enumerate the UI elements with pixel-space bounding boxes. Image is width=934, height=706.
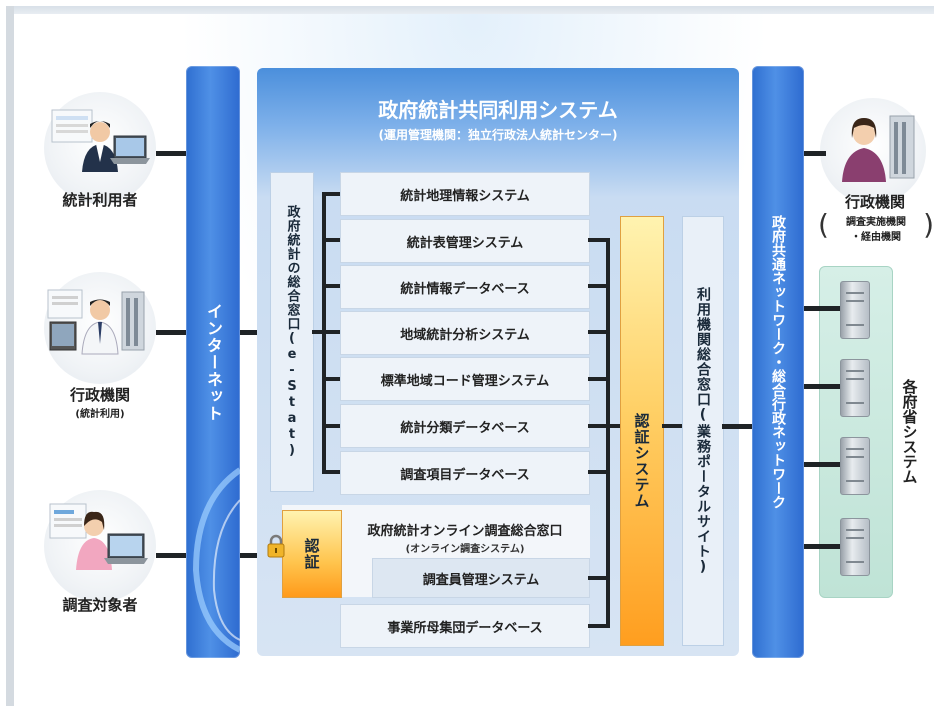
person-icon [842,115,915,182]
top-border [6,6,934,14]
paren-close: ) [923,208,934,241]
auth-system-label: 認証システム [632,413,651,509]
internet-label: インターネット [204,302,223,422]
connector [662,424,682,428]
connector [722,424,752,429]
globe-decoration [192,467,240,653]
system-label: 統計分類データベース [400,420,530,436]
main-system-subtitle: (運用管理機関：独立行政法人統計センター) [378,128,618,142]
statistics-user-label: 統計利用者 [62,191,138,209]
system-label: 標準地域コード管理システム [380,373,550,389]
connector [322,377,340,381]
main-system-title: 政府統計共同利用システム [378,98,618,122]
system-box: 地域統計分析システム [340,311,590,355]
connector [322,238,340,242]
internet-label-wrap: インターネット [186,66,240,658]
estat-window-box: 政府統計の総合窓口(e-Stat) [270,172,314,492]
connector [804,462,840,467]
connector [588,424,610,428]
connector [156,330,186,335]
connector [606,238,610,628]
survey-respondent-illustration [44,490,156,602]
system-box: 統計表管理システム [340,219,590,263]
system-box: 統計情報データベース [340,265,590,309]
admin-agency-left-sublabel: (統計利用) [75,409,125,420]
connector [322,284,340,288]
connector [588,238,610,242]
ministry-label-wrap: 各府省システム [892,266,928,596]
server-icon [840,281,870,339]
survey-respondent-label: 調査対象者 [62,596,138,614]
lock-icon [267,534,285,558]
connector [606,424,622,428]
admin-agency-right-label: 行政機関 [844,193,905,211]
establishment-db-label: 事業所母集団データベース [387,620,543,636]
investigator-system-box: 調査員管理システム [372,558,590,598]
connector [156,151,186,156]
system-box: 統計地理情報システム [340,172,590,216]
connector [322,330,340,334]
auth-small-box: 認証 [282,510,342,598]
connector [588,284,610,288]
admin-agency-right-sub1: 調査実施機関 [846,217,906,228]
person-icon [47,289,145,355]
system-label: 調査項目データベース [400,467,530,483]
system-box: 調査項目データベース [340,451,590,495]
estat-window-label: 政府統計の総合窓口(e-Stat) [284,205,300,459]
system-label: 統計表管理システム [406,235,524,251]
connector [804,151,826,156]
system-label: 地域統計分析システム [400,327,530,343]
admin-agency-left-label: 行政機関 [69,386,130,404]
connector [588,470,610,474]
admin-agency-right-sub2: ・経由機関 [851,232,901,243]
auth-small-label: 認証 [302,538,321,570]
admin-agency-right-sub-wrap: ( 調査実施機関 ・経由機関 ) [818,207,934,243]
connector [322,424,340,428]
online-survey-title: 政府統計オンライン調査総合窓口 [367,524,563,539]
left-border [6,6,14,706]
system-label: 統計情報データベース [400,281,530,297]
auth-system-box: 認証システム [620,216,664,646]
gov-network-label: 政府共通ネットワーク・総合行政ネットワーク [770,215,786,509]
server-icon [840,359,870,417]
connector [588,576,610,580]
connector [240,330,270,335]
online-survey-subtitle: (オンライン調査システム) [405,544,525,555]
connector [588,624,610,628]
system-box: 標準地域コード管理システム [340,357,590,401]
gov-network-column [752,66,804,658]
connector [322,470,340,474]
system-label: 統計地理情報システム [400,188,530,204]
user-portal-box: 利用機関総合窓口(業務ポータルサイト) [682,216,724,646]
ministry-systems-label: 各府省システム [900,378,919,484]
server-icon [840,518,870,576]
connector [588,330,610,334]
connector [804,544,840,549]
system-box: 統計分類データベース [340,404,590,448]
connector [804,306,840,311]
admin-agency-right-illustration [820,98,926,204]
statistics-user-illustration [44,92,156,204]
connector [312,330,324,334]
admin-agency-left-illustration [44,272,156,384]
connector [588,377,610,381]
server-icon [840,437,870,495]
gov-network-label-wrap: 政府共通ネットワーク・総合行政ネットワーク [752,66,804,658]
paren-open: ( [818,208,829,241]
user-portal-label: 利用機関総合窓口(業務ポータルサイト) [695,286,711,576]
investigator-system-label: 調査員管理システム [422,572,540,588]
connector [322,192,340,196]
connector [804,384,840,389]
person-icon [49,503,148,570]
person-icon [51,109,150,172]
establishment-db-box: 事業所母集団データベース [340,604,590,648]
